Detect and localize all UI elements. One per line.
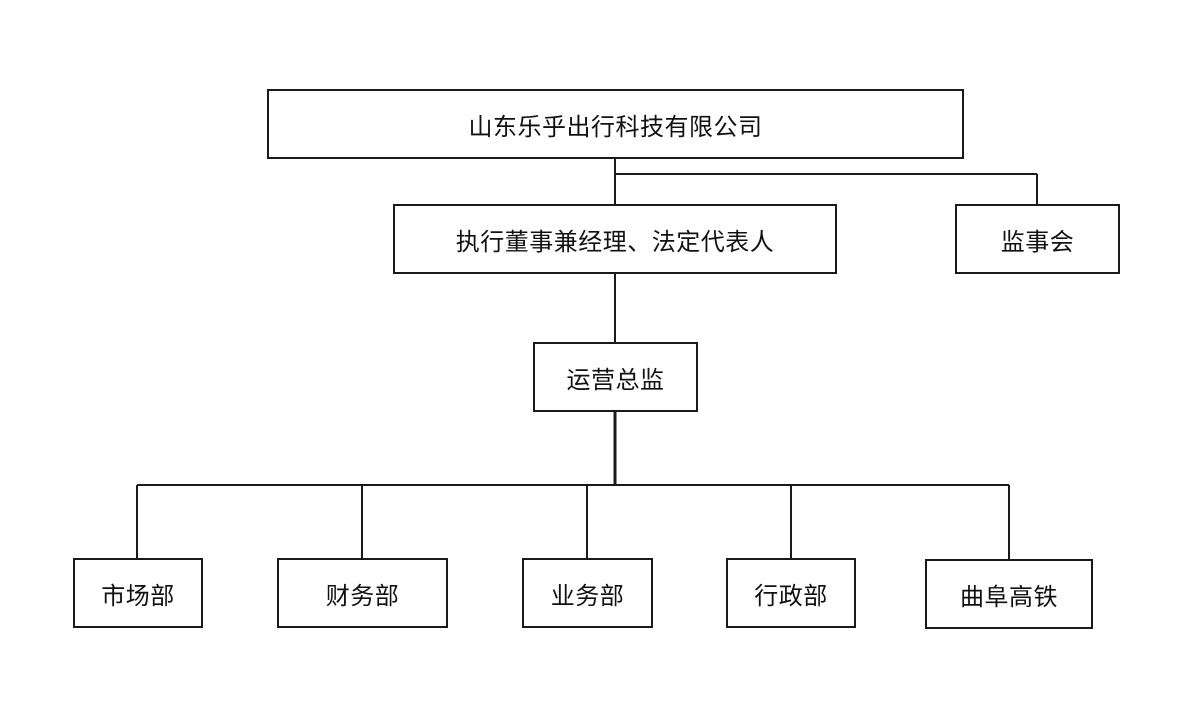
node-supervisory-board: 监事会	[955, 204, 1120, 274]
node-company: 山东乐乎出行科技有限公司	[267, 89, 964, 159]
node-department-marketing: 市场部	[73, 558, 203, 628]
node-department-qufu-hsr: 曲阜高铁	[925, 559, 1093, 629]
node-operations-director-label: 运营总监	[566, 365, 665, 394]
node-executive-director-label: 执行董事兼经理、法定代表人	[455, 227, 775, 256]
node-department-label: 市场部	[101, 581, 175, 610]
node-company-label: 山东乐乎出行科技有限公司	[468, 112, 763, 141]
node-department-finance: 财务部	[277, 558, 448, 628]
node-department-label: 财务部	[325, 581, 400, 610]
node-department-business: 业务部	[522, 558, 653, 628]
node-operations-director: 运营总监	[533, 342, 698, 412]
node-department-administration: 行政部	[726, 558, 856, 628]
node-department-label: 曲阜高铁	[960, 582, 1058, 611]
node-department-label: 业务部	[550, 581, 625, 610]
node-department-label: 行政部	[754, 581, 828, 610]
node-supervisory-board-label: 监事会	[1000, 227, 1075, 256]
node-executive-director: 执行董事兼经理、法定代表人	[393, 204, 837, 274]
